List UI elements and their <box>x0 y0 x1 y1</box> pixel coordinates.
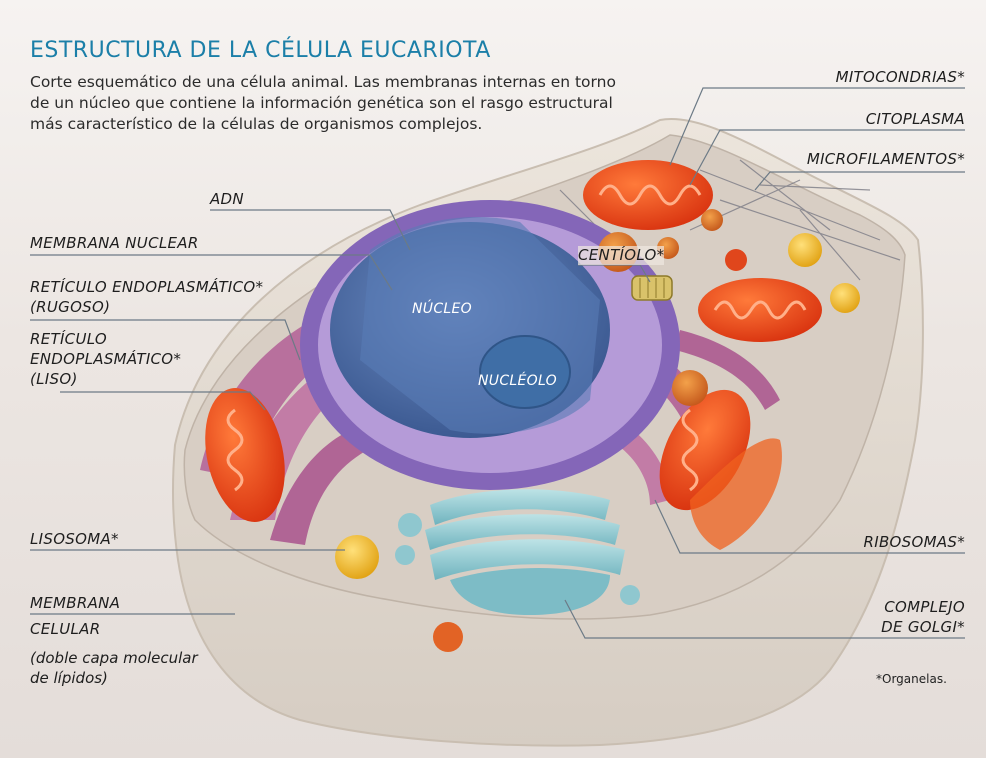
label-membrana-celular-detail: (doble capa molecular de lípidos) <box>30 648 198 688</box>
label-reticulo-rugoso-line1: RETÍCULO ENDOPLASMÁTICO* <box>30 278 263 297</box>
label-reticulo-rugoso-line2: (RUGOSO) <box>30 298 110 317</box>
label-reticulo-liso-line2: ENDOPLASMÁTICO* <box>30 350 181 369</box>
label-reticulo-liso-line1: RETÍCULO <box>30 330 107 349</box>
label-microfilamentos: MICROFILAMENTOS* <box>807 150 965 169</box>
label-membrana-celular-line1: MEMBRANA <box>30 594 120 613</box>
label-membrana-celular-line3: (doble capa molecular <box>30 648 198 668</box>
label-nucleolo: NUCLÉOLO <box>478 373 557 389</box>
label-adn: ADN <box>210 190 244 209</box>
label-nucleo: NÚCLEO <box>412 301 472 317</box>
label-ribosomas: RIBOSOMAS* <box>864 533 966 552</box>
label-mitocondrias: MITOCONDRIAS* <box>836 68 965 87</box>
footnote: *Organelas. <box>876 672 947 686</box>
label-golgi-line2: DE GOLGI* <box>881 618 965 637</box>
page-description: Corte esquemático de una célula animal. … <box>30 72 640 135</box>
centriole-shape <box>632 276 672 300</box>
nucleolus-shape <box>480 336 570 408</box>
page-title: ESTRUCTURA DE LA CÉLULA EUCARIOTA <box>30 38 491 63</box>
label-membrana-nuclear: MEMBRANA NUCLEAR <box>30 234 199 253</box>
label-membrana-celular-line4: de lípidos) <box>30 668 198 688</box>
label-citoplasma: CITOPLASMA <box>866 110 965 129</box>
label-lisosoma: LISOSOMA* <box>30 530 119 549</box>
label-reticulo-liso-line3: (LISO) <box>30 370 78 389</box>
label-golgi-line1: COMPLEJO <box>884 598 965 617</box>
label-membrana-celular-line2: CELULAR <box>30 620 100 639</box>
label-centriolo: CENTÍOLO* <box>578 246 664 265</box>
